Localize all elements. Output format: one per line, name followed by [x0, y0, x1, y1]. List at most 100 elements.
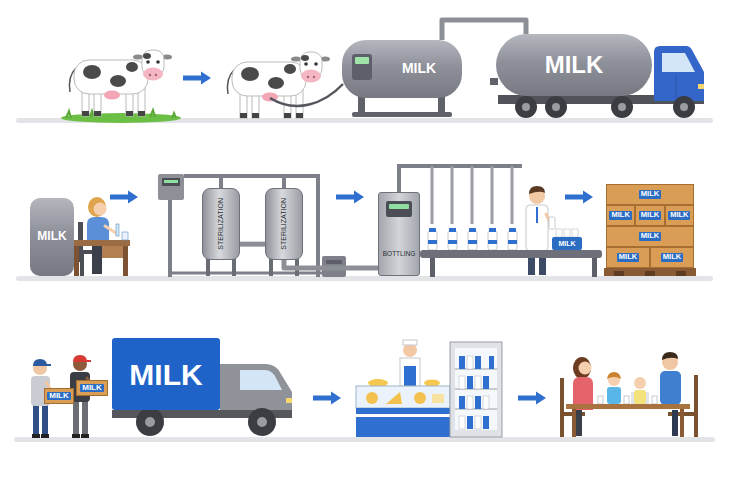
delivery-worker	[32, 434, 40, 438]
node-label: MILK	[639, 211, 661, 219]
pallet	[614, 271, 624, 276]
family-table	[598, 396, 657, 404]
sterilization-tank: STERILIZATION	[202, 188, 240, 260]
lab-worker	[116, 224, 119, 236]
bottling-line	[428, 240, 437, 244]
sterilization-rack	[206, 258, 210, 276]
delivery-worker	[81, 434, 89, 438]
lab-desk	[70, 232, 130, 276]
tanker-truck	[698, 84, 704, 89]
grass	[61, 113, 181, 123]
carried-box: MILK	[44, 388, 74, 404]
factory-worker	[529, 186, 545, 194]
bottling-line	[509, 228, 516, 232]
bottling-line	[428, 231, 437, 250]
conveyor	[592, 258, 597, 277]
tanker-truck	[611, 96, 633, 118]
lab-desk	[122, 232, 128, 240]
flow-arrow	[313, 392, 341, 405]
tank-stand	[352, 112, 452, 117]
sterilization-rack	[164, 180, 178, 183]
shopkeeper	[404, 366, 416, 386]
lab-worker	[88, 197, 106, 217]
family-table	[624, 396, 629, 404]
family-table	[572, 409, 576, 437]
milk-box: MILK	[606, 184, 694, 205]
fridge	[450, 342, 502, 437]
node-label: MILK	[609, 211, 631, 219]
shop-counter	[356, 414, 450, 417]
bottling-line	[451, 166, 454, 224]
truck-cargo: MILK	[112, 338, 220, 410]
screen-readout	[389, 204, 409, 209]
fridge	[459, 356, 494, 429]
node-label: MILK	[639, 190, 661, 198]
node-label: BOTTLING	[383, 250, 416, 257]
fridge	[475, 396, 481, 409]
bottling-line	[448, 240, 457, 244]
node-label: MILK	[47, 392, 71, 401]
fridge	[483, 416, 489, 429]
node-label: MILK	[668, 211, 690, 219]
node-label: MILK	[402, 61, 436, 76]
delivery-worker	[72, 434, 80, 438]
delivery-worker	[82, 400, 88, 436]
node-label: MILK	[617, 253, 639, 261]
shop-counter	[366, 392, 378, 404]
lab-worker	[87, 217, 109, 240]
fridge	[450, 342, 502, 437]
flow-arrow	[183, 72, 211, 85]
pipe-connector	[240, 242, 265, 247]
shop-counter	[414, 392, 426, 404]
milking-hose	[270, 84, 343, 106]
conveyor	[572, 229, 578, 237]
tanker-truck	[515, 96, 537, 118]
shop-counter	[356, 386, 450, 408]
pipe-connector	[284, 260, 378, 268]
milk-box: MILK	[606, 226, 694, 247]
bottling-line	[468, 231, 477, 250]
delivery-worker	[42, 405, 48, 436]
factory-worker	[549, 217, 555, 229]
delivery-worker	[73, 400, 79, 436]
delivery-worker	[84, 360, 91, 362]
fridge	[467, 376, 473, 389]
delivery-truck	[145, 417, 155, 427]
family-table	[560, 352, 698, 437]
bottling-line	[428, 231, 517, 250]
node-label: MILK	[80, 384, 104, 393]
tanker-truck	[673, 96, 695, 118]
pallet	[604, 268, 696, 276]
shopkeeper	[400, 340, 420, 386]
conveyor	[564, 229, 570, 237]
sterilization-rack	[316, 174, 320, 277]
sterilization-rack	[232, 258, 236, 276]
lab-desk	[102, 246, 123, 258]
factory-worker	[526, 186, 555, 275]
bottling-line	[511, 166, 514, 224]
delivery-truck	[240, 370, 282, 390]
family-table	[662, 352, 678, 360]
lab-worker	[80, 254, 84, 276]
shopkeeper	[400, 358, 420, 386]
family-table	[573, 357, 591, 379]
cow	[69, 50, 172, 116]
lab-desk	[74, 246, 79, 276]
conveyor	[420, 229, 602, 277]
ground-strip	[14, 437, 715, 442]
node-label: MILK	[37, 230, 66, 243]
factory-worker	[536, 207, 538, 223]
family-table	[672, 410, 678, 436]
delivery-truck	[248, 408, 276, 436]
conveyor	[420, 250, 602, 258]
sterilization-rack	[184, 174, 318, 178]
milk-box: MILK	[635, 205, 664, 226]
fridge	[475, 356, 481, 369]
delivery-truck	[286, 398, 292, 403]
tanker-truck	[490, 78, 498, 85]
family-table	[634, 390, 646, 404]
tanker-truck	[522, 103, 530, 111]
node-label: MILK	[129, 358, 202, 391]
